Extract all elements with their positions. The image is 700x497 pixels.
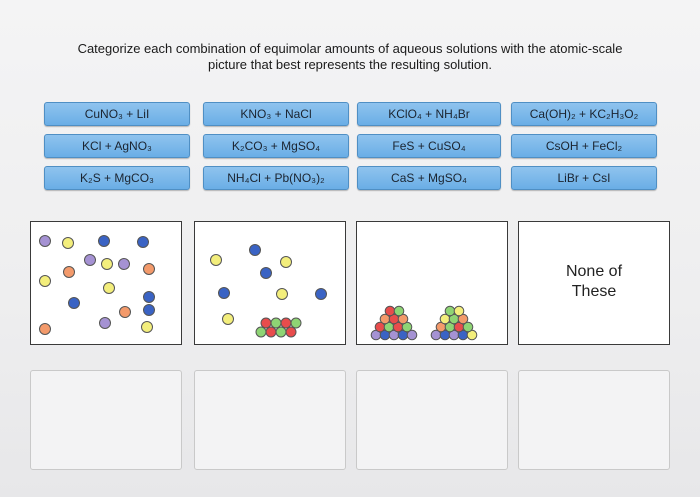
picture-box-none-of-these[interactable]: None of These (518, 221, 670, 345)
none-line-1: None of (565, 263, 623, 280)
picture-box-dispersed-ions[interactable] (30, 221, 182, 345)
chip-caoh2-kc2h3o2[interactable]: Ca(OH)₂ + KC₂H₃O₂ (511, 102, 657, 126)
question-prompt: Categorize each combination of equimolar… (40, 41, 660, 73)
chip-cas-mgso4[interactable]: CaS + MgSO₄ (357, 166, 501, 190)
chip-k2s-mgco3[interactable]: K₂S + MgCO₃ (44, 166, 190, 190)
chip-kno3-nacl[interactable]: KNO₃ + NaCl (203, 102, 349, 126)
chip-k2co3-mgso4[interactable]: K₂CO₃ + MgSO₄ (203, 134, 349, 158)
dispersed-ions-picture (39, 235, 155, 335)
chip-csoh-fecl2[interactable]: CsOH + FeCl₂ (511, 134, 657, 158)
chip-fes-cuso4[interactable]: FeS + CuSO₄ (357, 134, 501, 158)
none-of-these-label: None of These (519, 262, 669, 302)
chip-libr-csi[interactable]: LiBr + CsI (511, 166, 657, 190)
picture-box-double-precipitate[interactable] (356, 221, 508, 345)
chip-kclo4-nh4br[interactable]: KClO₄ + NH₄Br (357, 102, 501, 126)
drop-zone-2[interactable] (194, 370, 346, 470)
drop-zone-3[interactable] (356, 370, 508, 470)
chip-nh4cl-pbno32[interactable]: NH₄Cl + Pb(NO₃)₂ (203, 166, 349, 190)
question-line-2: picture that best represents the resulti… (208, 57, 492, 72)
precipitate-pyramid-left (370, 305, 418, 341)
partial-precipitate-picture (210, 244, 327, 338)
double-precipitate-picture (370, 305, 478, 341)
chip-kcl-agno3[interactable]: KCl + AgNO₃ (44, 134, 190, 158)
precipitate-cluster (255, 317, 302, 338)
drop-zone-1[interactable] (30, 370, 182, 470)
chip-cuno3-lii[interactable]: CuNO₃ + LiI (44, 102, 190, 126)
none-line-2: These (571, 283, 617, 300)
picture-box-partial-precipitate[interactable] (194, 221, 346, 345)
question-line-1: Categorize each combination of equimolar… (77, 41, 623, 56)
precipitate-pyramid-right (430, 305, 478, 341)
drop-zone-4[interactable] (518, 370, 670, 470)
